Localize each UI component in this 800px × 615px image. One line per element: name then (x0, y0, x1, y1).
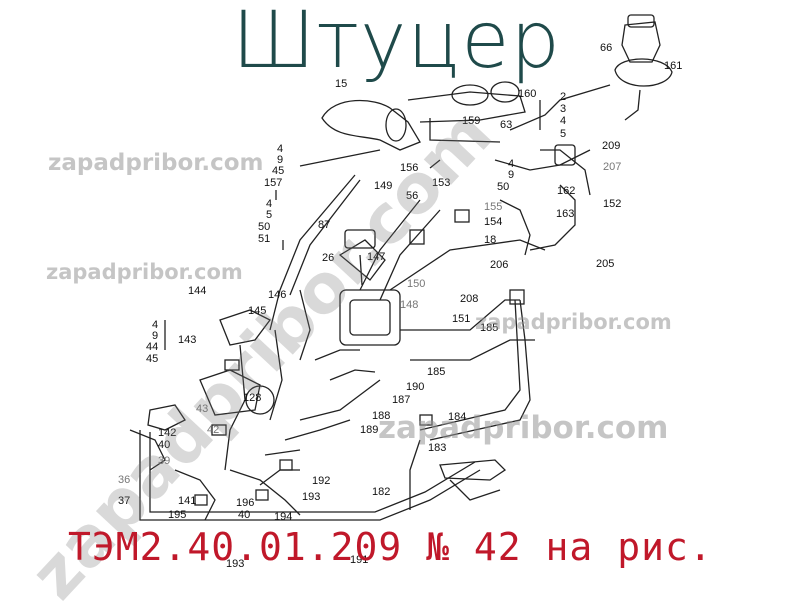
label: 42 (207, 424, 219, 436)
label: 193 (302, 491, 320, 503)
watermark-small: zapadpribor.com (475, 310, 672, 334)
label: 151 (452, 313, 470, 325)
label: 209 (602, 140, 620, 152)
label: 3 (560, 103, 566, 115)
label: 36 (118, 474, 130, 486)
label: 5 (266, 209, 272, 221)
label: 147 (367, 251, 385, 263)
label: 149 (374, 180, 392, 192)
label: 193 (226, 558, 244, 570)
label: 196 (236, 497, 254, 509)
label: 56 (406, 190, 418, 202)
label: 195 (168, 509, 186, 521)
label: 4 (560, 115, 566, 127)
label: 141 (178, 495, 196, 507)
diagram-stage: 66 161 15 160 159 63 2 3 4 5 209 207 4 9… (16, 0, 713, 615)
label: 145 (248, 305, 266, 317)
label: 2 (560, 91, 566, 103)
label: 63 (500, 119, 512, 131)
label: 9 (508, 169, 514, 181)
label: 184 (448, 411, 466, 423)
label: 148 (400, 299, 418, 311)
label: 45 (272, 165, 284, 177)
label: 208 (460, 293, 478, 305)
label: 40 (158, 439, 170, 451)
label: 206 (490, 259, 508, 271)
label: 144 (188, 285, 206, 297)
label: 4 (277, 143, 283, 155)
label: 156 (400, 162, 418, 174)
pipeline-diagram: 66 161 15 160 159 63 2 3 4 5 209 207 4 9… (118, 14, 682, 570)
label: 37 (118, 495, 130, 507)
label: 185 (480, 322, 498, 334)
watermark-small: zapadpribor.com (46, 260, 243, 284)
label: 157 (264, 177, 282, 189)
label: 51 (258, 233, 270, 245)
label: 189 (360, 424, 378, 436)
label: 50 (258, 221, 270, 233)
label: 163 (556, 208, 574, 220)
label: 153 (432, 177, 450, 189)
label: 194 (274, 511, 292, 523)
label: 155 (484, 201, 502, 213)
label: 142 (158, 427, 176, 439)
label: 15 (335, 78, 347, 90)
label: 190 (406, 381, 424, 393)
watermark-small: zapadpribor.com (378, 410, 669, 446)
label: 4 (508, 158, 514, 170)
label: 18 (484, 234, 496, 246)
label: 50 (497, 181, 509, 193)
label: 5 (560, 128, 566, 140)
label: 9 (152, 330, 158, 342)
label: 143 (178, 334, 196, 346)
label: 205 (596, 258, 614, 270)
label: 44 (146, 341, 158, 353)
label: 188 (372, 410, 390, 422)
label: 43 (196, 403, 208, 415)
diagram-labels: 66 161 15 160 159 63 2 3 4 5 209 207 4 9… (118, 42, 682, 570)
label: 45 (146, 353, 158, 365)
diagram-lines (129, 14, 673, 521)
label: 4 (152, 319, 158, 331)
label: 207 (603, 161, 621, 173)
label: 191 (350, 554, 368, 566)
label: 192 (312, 475, 330, 487)
part-number-caption: ТЭМ2.40.01.209 № 42 на рис. (68, 525, 713, 569)
label: 87 (318, 219, 330, 231)
label: 4 (266, 198, 272, 210)
label: 150 (407, 278, 425, 290)
label: 128 (243, 392, 261, 404)
label: 182 (372, 486, 390, 498)
label: 154 (484, 216, 502, 228)
label: 66 (600, 42, 612, 54)
label: 39 (158, 455, 170, 467)
label: 187 (392, 394, 410, 406)
label: 160 (518, 88, 536, 100)
watermark-small: zapadpribor.com (48, 150, 264, 176)
label: 9 (277, 154, 283, 166)
label: 146 (268, 289, 286, 301)
label: 26 (322, 252, 334, 264)
label: 162 (557, 185, 575, 197)
label: 40 (238, 509, 250, 521)
label: 183 (428, 442, 446, 454)
label: 152 (603, 198, 621, 210)
label: 185 (427, 366, 445, 378)
page-title: Штуцер (232, 0, 561, 86)
label: 161 (664, 60, 682, 72)
label: 159 (462, 115, 480, 127)
